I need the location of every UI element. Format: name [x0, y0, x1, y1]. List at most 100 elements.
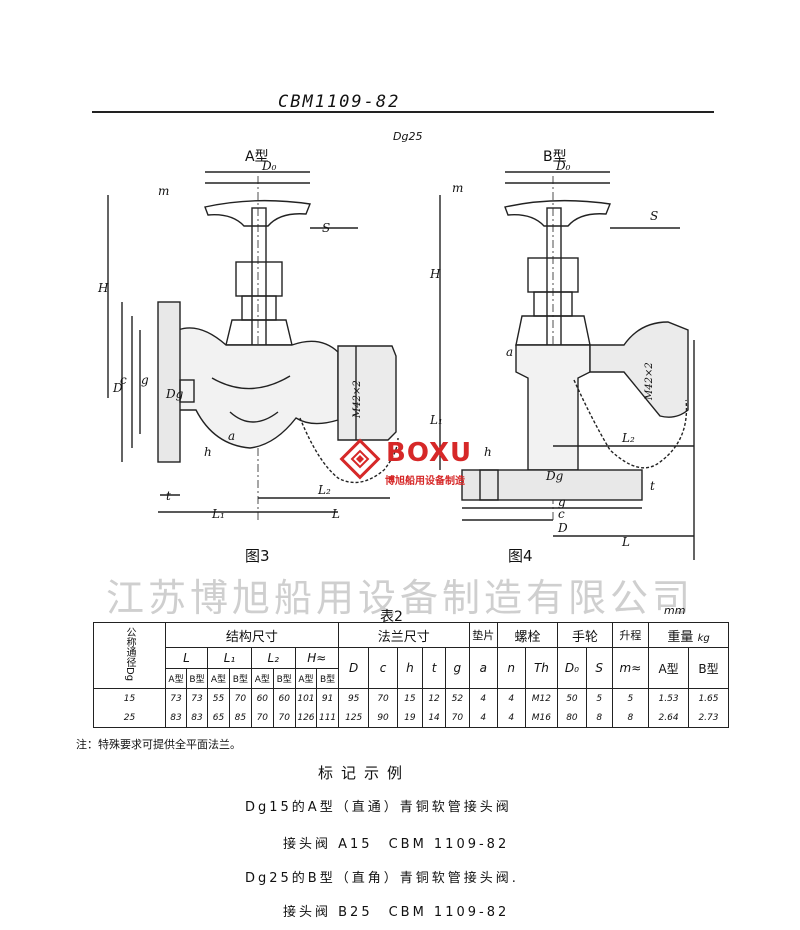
- fig-a-dim-d0: D₀: [261, 159, 277, 173]
- fig-b-dim-g: g: [558, 495, 566, 509]
- spec-table: 公称通径Dg 结构尺寸 法兰尺寸 垫片 螺栓 手轮 升程 重量 kg L L₁ …: [93, 622, 730, 728]
- group-weight: 重量 kg: [648, 622, 729, 648]
- standard-number: CBM1109-82: [278, 92, 401, 112]
- group-gasket: 垫片: [468, 622, 498, 648]
- cell: M16: [524, 708, 559, 728]
- fig-b-dim-h: H: [429, 267, 441, 281]
- cell: 25: [93, 708, 166, 728]
- table-note: 注：特殊要求可提供全平面法兰。: [76, 738, 241, 751]
- cell: 70: [368, 688, 398, 708]
- ab-l1-a: A型: [207, 668, 230, 689]
- sym-d: D: [337, 647, 370, 689]
- sym-d0: D₀: [557, 647, 587, 689]
- table-row: 15 73 73 55 70 60 60 101 91 95 70 15 12 …: [93, 688, 730, 708]
- sym-t: t: [422, 647, 446, 689]
- ab-h-b: B型: [316, 668, 339, 689]
- fig-b-dim-t: t: [650, 479, 655, 493]
- cell: 4: [496, 708, 526, 728]
- group-structure: 结构尺寸: [165, 622, 339, 648]
- cell: 50: [557, 688, 587, 708]
- valve-drawings: m D₀ S H D c g M42×2 a Dg h t L₂ L₁ L m …: [97, 159, 695, 560]
- fig-b-dim-thread: M42×2: [644, 362, 655, 401]
- cell: 5: [611, 688, 650, 708]
- figure-b-type-label: B型: [543, 149, 567, 165]
- cell: 52: [444, 688, 470, 708]
- fig-b-dim-l2: L₂: [621, 431, 635, 445]
- fig-a-dim-m: m: [158, 184, 169, 198]
- sym-a: a: [468, 647, 498, 689]
- example-line-3: Dg25的B型（直角）青铜软管接头阀.: [245, 871, 519, 886]
- cell: 1.65: [687, 688, 730, 708]
- group-lift: 升程: [611, 622, 650, 648]
- sym-th: Th: [524, 647, 559, 689]
- fig-b-dim-m: m: [452, 181, 463, 195]
- cell: 15: [93, 688, 166, 708]
- logo-text: BOXU: [386, 438, 473, 468]
- figure-a-type-label: A型: [245, 149, 269, 165]
- cell: 12: [422, 688, 446, 708]
- figure-b-caption: 图4: [508, 547, 533, 565]
- sym-g: g: [444, 647, 470, 689]
- sym-l1: L₁: [207, 647, 252, 669]
- cell: 65: [207, 708, 230, 728]
- cell: 80: [557, 708, 587, 728]
- group-flange: 法兰尺寸: [337, 622, 470, 648]
- cell: 73: [164, 688, 188, 708]
- cell: 15: [396, 688, 424, 708]
- sym-weight-a: A型: [648, 647, 689, 689]
- fig-b-dim-c: c: [558, 507, 565, 521]
- fig-b-dim-d: D: [557, 521, 568, 535]
- example-heading: 标记示例: [318, 764, 411, 782]
- cell: 83: [164, 708, 188, 728]
- cell: 70: [272, 708, 296, 728]
- fig-a-dim-l1: L₁: [211, 507, 225, 521]
- logo-subtext: 博旭船用设备制造: [385, 476, 465, 487]
- cell: 91: [316, 688, 339, 708]
- fig-a-dim-d: D: [112, 381, 123, 395]
- table-row: 25 83 83 65 85 70 70 126 111 125 90 19 1…: [93, 708, 730, 728]
- ab-l-a: A型: [164, 668, 188, 689]
- fig-b-dim-dg: Dg: [545, 469, 564, 483]
- row-head-label: 公称通径Dg: [124, 626, 135, 682]
- sym-h: H≈: [294, 647, 339, 669]
- fig-b-dim-l1: L₁: [429, 413, 443, 427]
- ab-l-b: B型: [186, 668, 209, 689]
- fig-b-dim-h2: h: [484, 445, 492, 459]
- example-line-4: 接头阀 B25 CBM 1109-82: [283, 905, 510, 920]
- fig-a-dim-h2: h: [204, 445, 212, 459]
- sym-m: m≈: [611, 647, 650, 689]
- cell: 70: [250, 708, 274, 728]
- fig-a-dim-dg: Dg: [165, 387, 184, 401]
- cell: 70: [444, 708, 470, 728]
- table-caption: 表2: [380, 609, 403, 625]
- cell: 8: [611, 708, 650, 728]
- fig-a-dim-h: H: [97, 281, 109, 295]
- cell: 125: [337, 708, 370, 728]
- group-handwheel: 手轮: [557, 622, 613, 648]
- example-line-2: 接头阀 A15 CBM 1109-82: [283, 837, 510, 852]
- cell: 2.64: [648, 708, 689, 728]
- fig-b-dim-d0: D₀: [555, 159, 571, 173]
- fig-a-dim-t: t: [166, 489, 171, 503]
- sym-l2: L₂: [250, 647, 296, 669]
- fig-b-dim-l: L: [621, 535, 630, 549]
- group-weight-label: 重量: [667, 629, 694, 645]
- group-bolt: 螺栓: [496, 622, 559, 648]
- cell: 73: [186, 688, 209, 708]
- header-rule: [92, 111, 714, 113]
- cell: 1.53: [648, 688, 689, 708]
- fig-a-dim-l2: L₂: [317, 483, 331, 497]
- table-unit: mm: [664, 604, 686, 617]
- cell: 85: [228, 708, 252, 728]
- fig-a-dim-c: c: [120, 373, 127, 387]
- ab-l2-a: A型: [250, 668, 274, 689]
- fig-a-dim-l: L: [331, 507, 340, 521]
- fig-a-dim-g: g: [141, 373, 149, 387]
- figure-b-drawing: [439, 171, 695, 560]
- cell: 4: [496, 688, 526, 708]
- fig-b-dim-s: S: [650, 209, 658, 223]
- fig-b-dim-a: a: [506, 345, 513, 359]
- cell: 4: [468, 708, 498, 728]
- figure-a-drawing: [107, 171, 399, 520]
- fig-a-dim-a: a: [228, 429, 235, 443]
